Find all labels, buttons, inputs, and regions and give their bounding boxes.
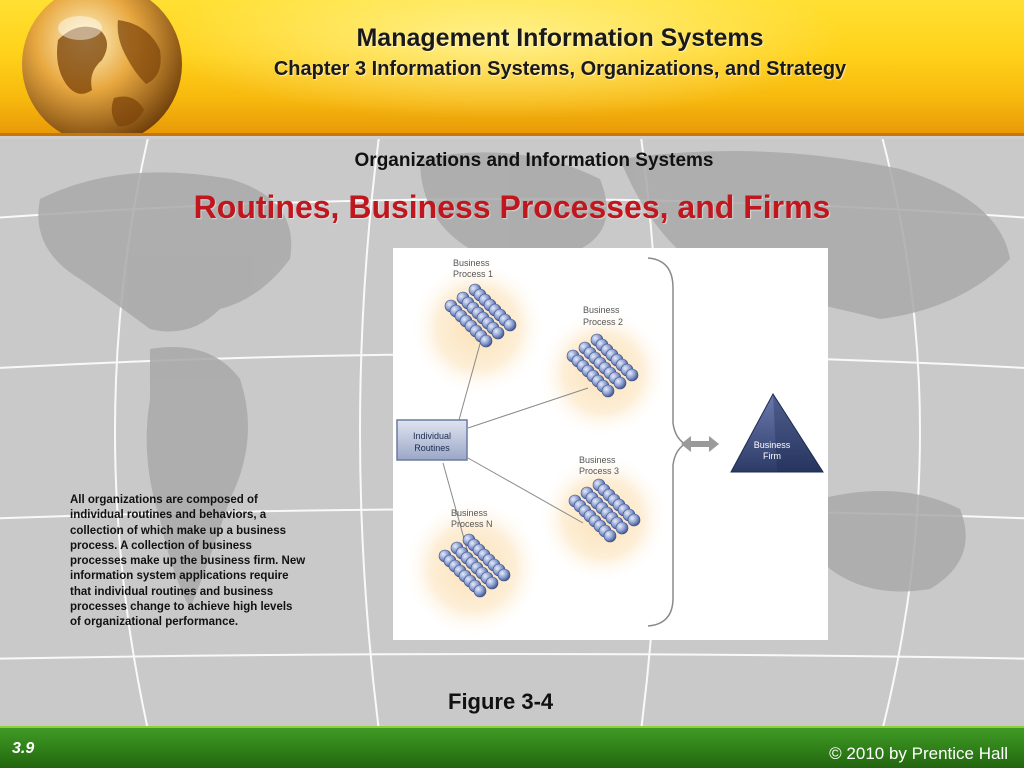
header-glow: [150, 0, 850, 120]
process-3-beads: [568, 478, 641, 543]
figure-label: Figure 3-4: [448, 689, 554, 714]
individual-routines-label-1: Individual: [413, 431, 451, 441]
grouping-bracket: [647, 257, 687, 627]
process-2-label-1: Business: [583, 305, 620, 315]
slide-number: 3.9: [12, 740, 35, 757]
double-arrow-icon: [681, 436, 719, 452]
process-2-beads: [566, 333, 639, 398]
business-firm-label-2: Firm: [763, 451, 781, 461]
connector-process-2: [467, 387, 589, 429]
copyright-notice: © 2010 by Prentice Hall: [829, 744, 1008, 763]
individual-routines-box: [396, 419, 468, 461]
connector-process-3: [467, 457, 584, 524]
routine-bead: [613, 376, 627, 390]
footer-band: 3.9 © 2010 by Prentice Hall: [0, 726, 1024, 768]
process-1-label-2: Process 1: [453, 269, 493, 279]
routine-bead: [615, 521, 629, 535]
routine-bead: [479, 334, 493, 348]
routine-bead: [601, 384, 615, 398]
routine-bead: [473, 584, 487, 598]
process-2-label-2: Process 2: [583, 317, 623, 327]
process-3-glow: [538, 453, 668, 583]
process-3-label-2: Process 3: [579, 466, 619, 476]
slide-title: Routines, Business Processes, and Firms: [193, 189, 831, 225]
routine-bead: [503, 318, 517, 332]
connector-process-1: [458, 332, 484, 421]
process-1-beads: [444, 283, 517, 348]
business-firm-pyramid: [730, 393, 824, 473]
section-title: Organizations and Information Systems: [354, 150, 714, 171]
routine-bead: [625, 368, 639, 382]
process-diagram: Individual Routines Business Process 1 B…: [396, 257, 824, 638]
chapter-subtitle: Chapter 3 Information Systems, Organizat…: [273, 58, 847, 80]
figure-caption: All organizations are composed of indivi…: [70, 494, 306, 629]
business-firm-label-1: Business: [754, 440, 791, 450]
process-n-beads: [438, 533, 511, 598]
routine-bead: [497, 568, 511, 582]
routine-bead: [491, 326, 505, 340]
globe-logo-icon: [22, 0, 182, 133]
process-1-label-1: Business: [453, 258, 490, 268]
process-3-label-1: Business: [579, 455, 616, 465]
routine-bead: [627, 513, 641, 527]
course-title: Management Information Systems: [356, 24, 764, 52]
individual-routines-label-2: Routines: [414, 443, 450, 453]
routine-bead: [485, 576, 499, 590]
routine-bead: [603, 529, 617, 543]
process-n-label-1: Business: [451, 508, 488, 518]
process-n-label-2: Process N: [451, 519, 493, 529]
figure-diagram: Individual Routines Business Process 1 B…: [393, 248, 828, 640]
header-band: Management Information Systems Chapter 3…: [0, 0, 1024, 136]
